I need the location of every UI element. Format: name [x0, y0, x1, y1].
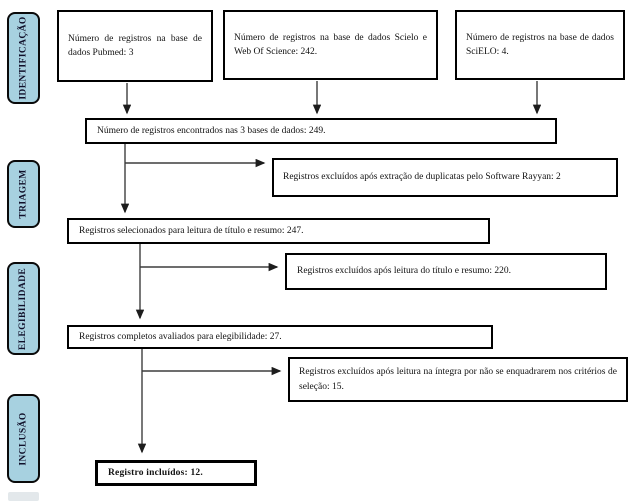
- stage-elegibilidade: ELEGIBILIDADE: [7, 262, 40, 355]
- box-source-scielo-wos-text: Número de registros na base de dados Sci…: [234, 32, 427, 57]
- page-edge-artifact: [8, 492, 39, 501]
- box-included: Registro incluídos: 12.: [95, 460, 257, 486]
- box-selected-title-abstract: Registros selecionados para leitura de t…: [67, 218, 490, 244]
- box-assessed-eligibility-text: Registros completos avaliados para elegi…: [79, 331, 282, 342]
- box-source-scielo-text: Número de registros na base de dados Sci…: [466, 32, 614, 57]
- stage-elegibilidade-label: ELEGIBILIDADE: [18, 267, 29, 350]
- stage-identificacao: IDENTIFICAÇÃO: [7, 12, 40, 104]
- box-source-scielo: Número de registros na base de dados Sci…: [455, 10, 625, 80]
- stage-triagem-label: TRIAGEM: [18, 169, 29, 219]
- stage-inclusao: INCLUSÃO: [7, 394, 40, 483]
- box-included-text: Registro incluídos: 12.: [108, 467, 203, 478]
- box-excluded-duplicates-text: Registros excluídos após extração de dup…: [283, 172, 561, 183]
- box-source-pubmed: Número de registros na base de dados Pub…: [57, 10, 213, 82]
- box-total-found: Número de registros encontrados nas 3 ba…: [85, 118, 557, 144]
- box-excluded-full-text: Registros excluídos após leitura na ínte…: [288, 357, 628, 402]
- box-excluded-title-abstract-text: Registros excluídos após leitura do títu…: [297, 266, 511, 277]
- box-source-pubmed-text: Número de registros na base de dados Pub…: [68, 33, 202, 58]
- stage-inclusao-label: INCLUSÃO: [18, 411, 29, 466]
- box-excluded-full-text-text: Registros excluídos após leitura na ínte…: [299, 367, 617, 392]
- stage-triagem: TRIAGEM: [7, 160, 40, 228]
- box-total-found-text: Número de registros encontrados nas 3 ba…: [97, 125, 326, 136]
- box-source-scielo-wos: Número de registros na base de dados Sci…: [223, 10, 438, 80]
- box-selected-title-abstract-text: Registros selecionados para leitura de t…: [79, 225, 304, 236]
- box-excluded-duplicates: Registros excluídos após extração de dup…: [272, 158, 618, 197]
- stage-identificacao-label: IDENTIFICAÇÃO: [18, 16, 29, 100]
- box-excluded-title-abstract: Registros excluídos após leitura do títu…: [285, 253, 607, 290]
- box-assessed-eligibility: Registros completos avaliados para elegi…: [67, 325, 493, 349]
